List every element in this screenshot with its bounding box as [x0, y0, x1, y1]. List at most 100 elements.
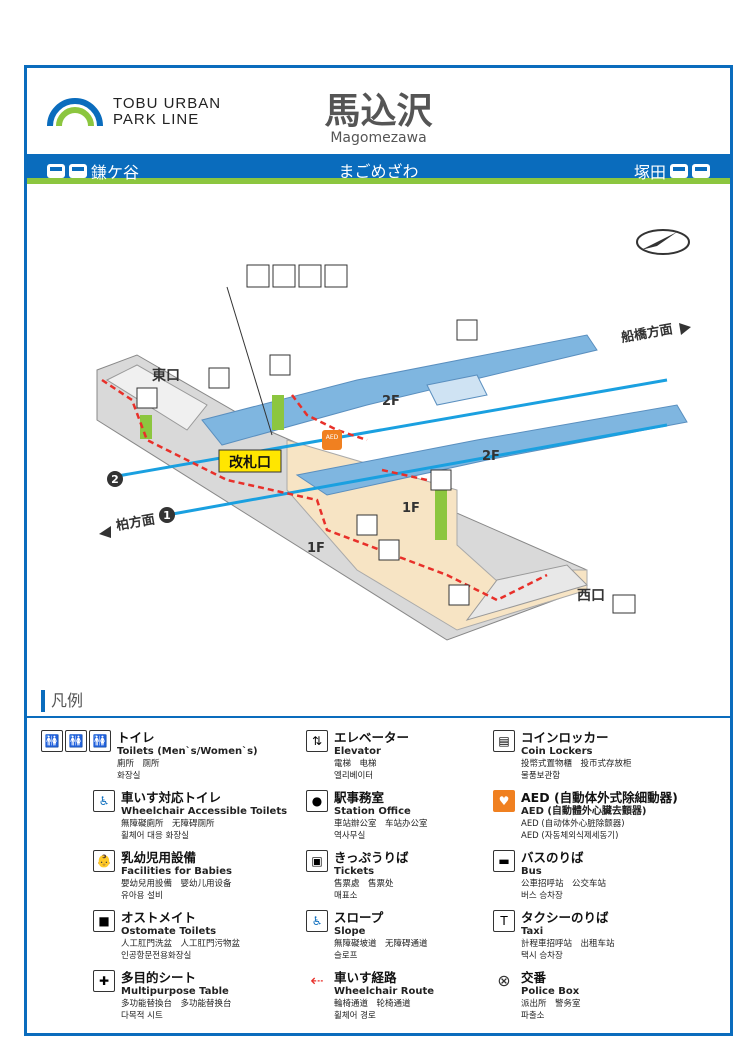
legend-sub2: 매표소: [334, 891, 358, 901]
multipurpose-table-icon: [324, 264, 348, 288]
wheelchair-route: [101, 378, 548, 602]
legend-en: Elevator: [334, 746, 381, 757]
legend-icon-group: ▣: [306, 850, 328, 902]
legend-en: Slope: [334, 926, 366, 937]
tickets-icon: ▣: [306, 850, 328, 872]
legend-ja: スロープ: [334, 910, 384, 925]
legend-ja: 車いす対応トイレ: [121, 790, 222, 805]
coin-locker-icon: ▤: [493, 730, 515, 752]
legend-en: Wheelchair Route: [334, 986, 435, 997]
station-name: 馬込沢: [324, 91, 433, 132]
legend-sub1: 派出所 警务室: [521, 999, 581, 1009]
legend-ja: AED (自動体外式除細動器): [521, 790, 678, 805]
legend-sub2: 슬로프: [334, 951, 358, 961]
wheelchair-route: [291, 394, 368, 442]
direction-funabashi: 船橋方面: [620, 321, 674, 346]
legend-sub1: 電梯 电梯: [334, 759, 377, 769]
legend-ja: 車いす経路: [334, 970, 397, 985]
legend-ja: タクシーのりば: [521, 910, 609, 925]
baby-icon: 👶: [93, 850, 115, 872]
next-station-name: 塚田: [633, 163, 666, 182]
floor-label-2f: 2F: [482, 449, 500, 464]
tickets-icon: [378, 539, 400, 561]
wheelchair-route-icon: ⇠: [306, 970, 328, 992]
legend-ja: オストメイト: [121, 910, 197, 925]
train-icon: [692, 164, 710, 178]
legend-icon-group: ✚: [93, 970, 115, 1022]
legend-sub2: AED (자동체외식제세동기): [521, 831, 619, 841]
station-office-icon: ●: [306, 790, 328, 812]
track-line-1: [166, 423, 668, 517]
legend-en: Tickets: [334, 866, 375, 877]
legend-sub1: 人工肛門洗盆 人工肛門污物盆: [121, 939, 241, 949]
ostomate-icon: ■: [93, 910, 115, 932]
track-1-label: 1: [163, 509, 171, 522]
legend-sub1: 多功能替換台 多功能替换台: [121, 999, 232, 1009]
legend-icon-group: ♿: [93, 790, 115, 842]
legend-sub1: 售票處 售票处: [334, 879, 394, 889]
legend-icon-group: ●: [306, 790, 328, 842]
coin-locker-icon: [208, 367, 230, 389]
elevator-icon: [430, 469, 452, 491]
legend-divider: [27, 716, 730, 718]
leader-line: [226, 286, 273, 436]
ticket-gate-box: [218, 449, 282, 473]
prev-station-name: 鎌ケ谷: [91, 163, 140, 182]
legend-en: AED (自動體外心臟去顫器): [521, 806, 647, 817]
station-band: 鎌ケ谷 まごめざわ 塚田: [27, 154, 730, 184]
legend-sub2: 엘리베이터: [334, 771, 374, 781]
east-exit-label: 東口: [152, 367, 180, 384]
prev-station: 鎌ケ谷: [47, 159, 139, 183]
aed-icon: [322, 430, 342, 450]
platform-2: [201, 334, 598, 446]
aed-icon: ♥: [493, 790, 515, 812]
legend-icon-group: ♿: [306, 910, 328, 962]
aed-label: AED: [326, 434, 339, 441]
facility-icons-group: AED: [136, 264, 636, 614]
floor-label-1f: 1F: [307, 541, 325, 556]
toilets-icon: 🚻: [41, 730, 63, 752]
legend-sub2: 유아용 설비: [121, 891, 163, 901]
legend-icon-group: ▬: [493, 850, 515, 902]
legend-icon-group: 👶: [93, 850, 115, 902]
arrow-left-icon: [99, 526, 111, 538]
legend-sub1: 輪椅通道 轮椅通道: [334, 999, 411, 1009]
legend-ja: きっぷうりば: [334, 850, 409, 865]
elevator-icon: [136, 387, 158, 409]
legend-icon-group: ♥: [493, 790, 515, 842]
legend-ja: 交番: [521, 970, 547, 985]
elevator-shaft: [140, 415, 152, 439]
legend-icon-group: ■: [93, 910, 115, 962]
legend-sub1: 嬰幼兒用設備 婴幼儿用设备: [121, 879, 232, 889]
legend-item: ♥AED (自動体外式除細動器)AED (自動體外心臟去顫器)AED (自动体外…: [493, 790, 678, 842]
wheelchair-toilet-icon: [246, 264, 270, 288]
legend-icon-group: ⊗: [493, 970, 515, 1022]
legend-ja: 乳幼児用設備: [121, 850, 197, 865]
ostomate-icon: [272, 264, 296, 288]
legend-sub1: 公車招呼站 公交车站: [521, 879, 607, 889]
floor-label-2f: 2F: [382, 394, 400, 409]
police-box-icon: ⊗: [493, 970, 515, 992]
toilets-icon: 🚻: [65, 730, 87, 752]
compass-icon: [636, 229, 690, 255]
station-diagram: 2 1 改札口 AED: [96, 229, 691, 641]
track-line-2: [111, 378, 668, 479]
legend-sub1: 廁所 厕所: [117, 759, 160, 769]
legend-ja: エレベーター: [334, 730, 410, 745]
station-office-icon: [356, 514, 378, 536]
legend-sub2: 파출소: [521, 1011, 545, 1021]
legend-sub2: 화장실: [117, 771, 141, 781]
legend-en: Facilities for Babies: [121, 866, 232, 877]
legend-en: Taxi: [521, 926, 544, 937]
track-1-badge: [159, 507, 175, 523]
legend-sub1: 計程車招呼站 出租车站: [521, 939, 615, 949]
